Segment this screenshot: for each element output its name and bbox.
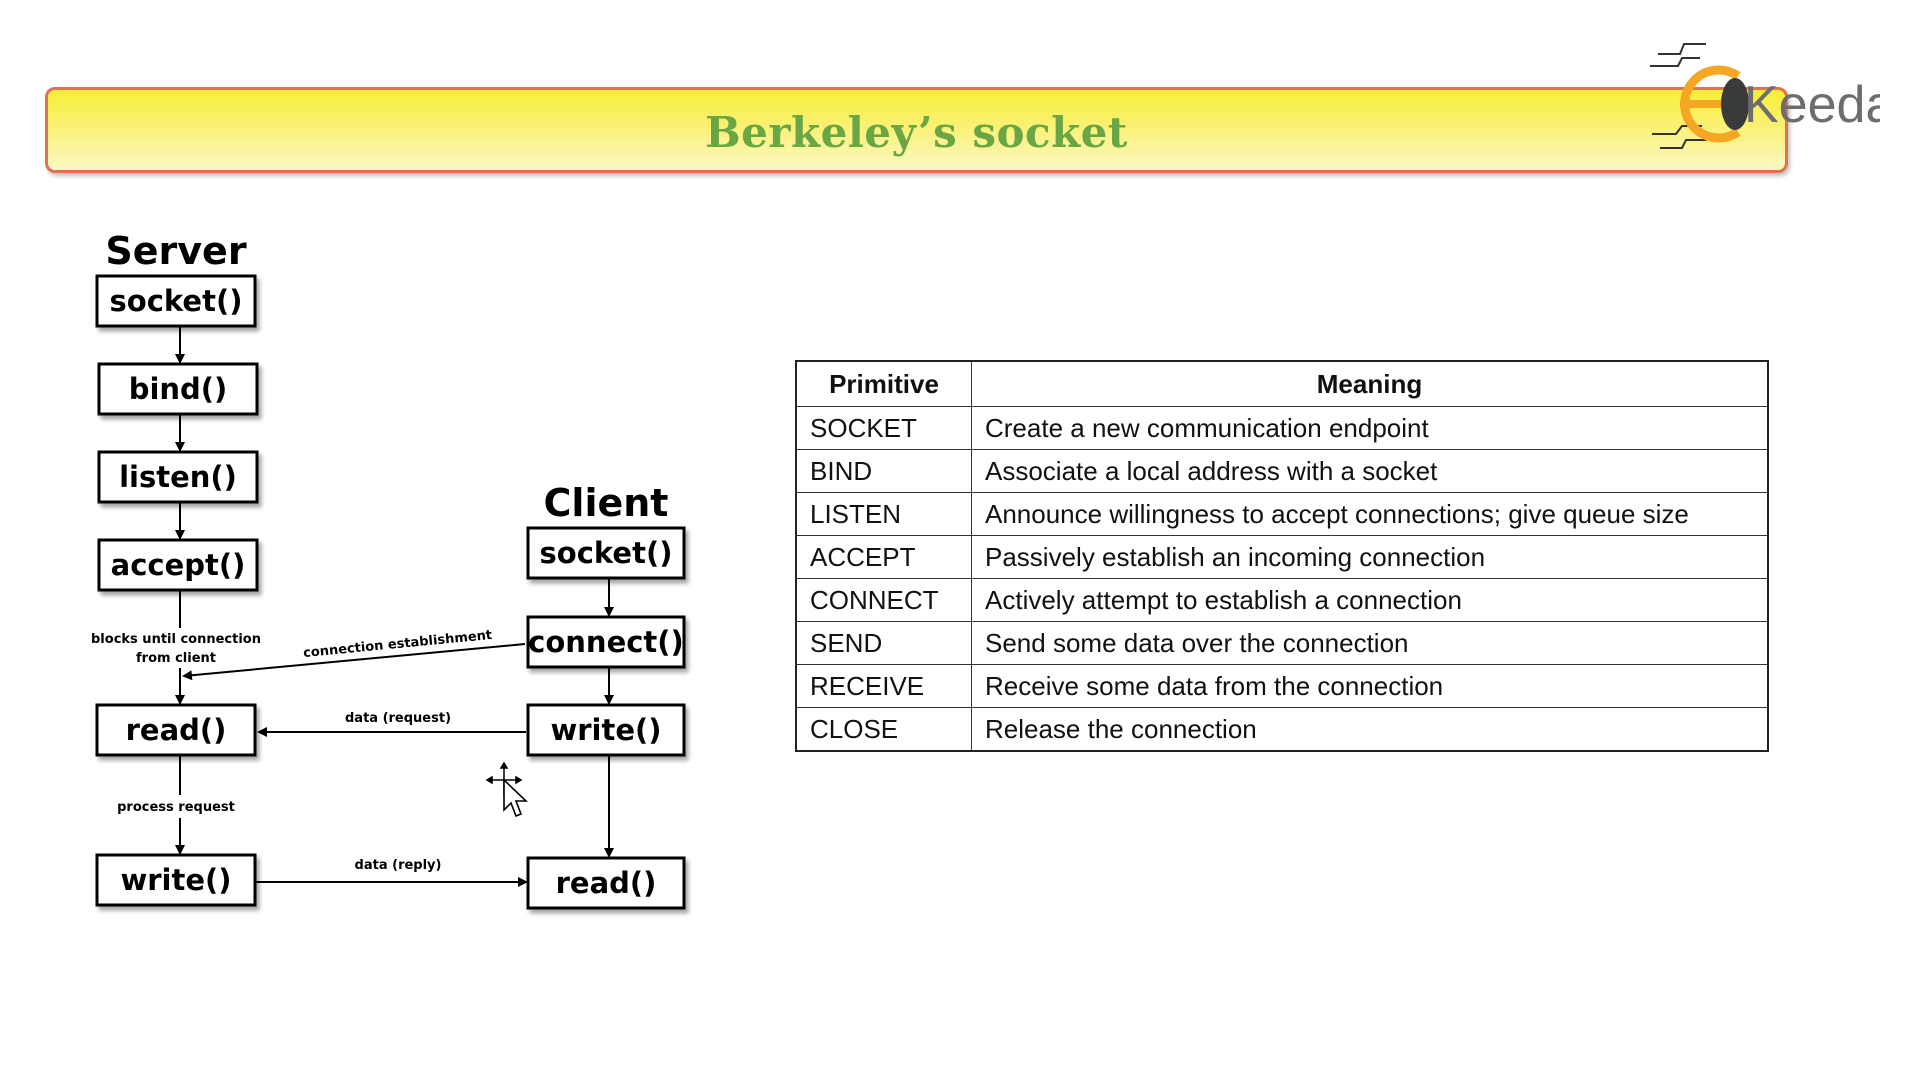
arrow-connection-establishment bbox=[182, 643, 526, 681]
label-process-request: process request bbox=[117, 800, 235, 815]
table-row: SEND Send some data over the connection bbox=[795, 621, 1769, 665]
primitive-cell: CLOSE bbox=[795, 707, 972, 752]
primitives-table: Primitive Meaning SOCKET Create a new co… bbox=[795, 360, 1769, 752]
svg-text:bind(): bind() bbox=[129, 372, 228, 406]
client-connect-box: connect() bbox=[526, 615, 686, 669]
table-row: CLOSE Release the connection bbox=[795, 707, 1769, 752]
logo-text: Keeda bbox=[1744, 76, 1880, 134]
svg-text:socket(): socket() bbox=[540, 536, 673, 570]
meaning-cell: Actively attempt to establish a connecti… bbox=[971, 578, 1769, 622]
client-socket-box: socket() bbox=[526, 526, 686, 580]
client-heading: Client bbox=[544, 481, 669, 525]
primitive-cell: CONNECT bbox=[795, 578, 972, 622]
table-row: LISTEN Announce willingness to accept co… bbox=[795, 492, 1769, 536]
svg-text:write(): write() bbox=[120, 863, 231, 897]
svg-text:accept(): accept() bbox=[111, 548, 246, 582]
table-header-row: Primitive Meaning bbox=[795, 360, 1769, 407]
meaning-cell: Receive some data from the connection bbox=[971, 664, 1769, 708]
table-row: CONNECT Actively attempt to establish a … bbox=[795, 578, 1769, 622]
server-write-box: write() bbox=[95, 853, 257, 907]
ekeeda-logo: Keeda bbox=[1650, 43, 1880, 149]
server-listen-box: listen() bbox=[97, 450, 259, 504]
table-row: ACCEPT Passively establish an incoming c… bbox=[795, 535, 1769, 579]
primitive-cell: ACCEPT bbox=[795, 535, 972, 579]
meaning-cell: Create a new communication endpoint bbox=[971, 406, 1769, 450]
server-bind-box: bind() bbox=[97, 362, 259, 416]
client-read-box: read() bbox=[526, 856, 686, 910]
logo-bug-icon bbox=[1721, 78, 1749, 130]
socket-flow-diagram: Server Client socket() bind() listen() a… bbox=[91, 229, 686, 910]
slide-title: Berkeley’s socket bbox=[705, 107, 1128, 157]
label-data-request: data (request) bbox=[345, 711, 451, 726]
title-banner: Berkeley’s socket bbox=[45, 87, 1788, 173]
svg-text:socket(): socket() bbox=[110, 284, 243, 318]
primitive-cell: RECEIVE bbox=[795, 664, 972, 708]
table-row: BIND Associate a local address with a so… bbox=[795, 449, 1769, 493]
client-write-box: write() bbox=[526, 703, 686, 757]
header-primitive: Primitive bbox=[795, 360, 972, 407]
primitive-cell: BIND bbox=[795, 449, 972, 493]
svg-text:listen(): listen() bbox=[119, 460, 237, 494]
primitive-cell: SEND bbox=[795, 621, 972, 665]
table-row: SOCKET Create a new communication endpoi… bbox=[795, 406, 1769, 450]
meaning-cell: Announce willingness to accept connectio… bbox=[971, 492, 1769, 536]
svg-text:connect(): connect() bbox=[528, 625, 684, 659]
label-blocks-until: blocks until connection bbox=[91, 632, 261, 647]
svg-text:read(): read() bbox=[126, 713, 227, 747]
label-data-reply: data (reply) bbox=[355, 858, 442, 873]
server-read-box: read() bbox=[95, 703, 257, 757]
header-meaning: Meaning bbox=[971, 360, 1769, 407]
primitive-cell: SOCKET bbox=[795, 406, 972, 450]
meaning-cell: Send some data over the connection bbox=[971, 621, 1769, 665]
table-row: RECEIVE Receive some data from the conne… bbox=[795, 664, 1769, 708]
server-heading: Server bbox=[105, 229, 246, 273]
svg-text:write(): write() bbox=[550, 713, 661, 747]
move-cursor-icon bbox=[485, 762, 528, 818]
label-from-client: from client bbox=[136, 651, 216, 666]
meaning-cell: Associate a local address with a socket bbox=[971, 449, 1769, 493]
server-socket-box: socket() bbox=[95, 274, 257, 328]
primitive-cell: LISTEN bbox=[795, 492, 972, 536]
meaning-cell: Release the connection bbox=[971, 707, 1769, 752]
server-accept-box: accept() bbox=[97, 538, 259, 592]
svg-text:read(): read() bbox=[556, 866, 657, 900]
meaning-cell: Passively establish an incoming connecti… bbox=[971, 535, 1769, 579]
